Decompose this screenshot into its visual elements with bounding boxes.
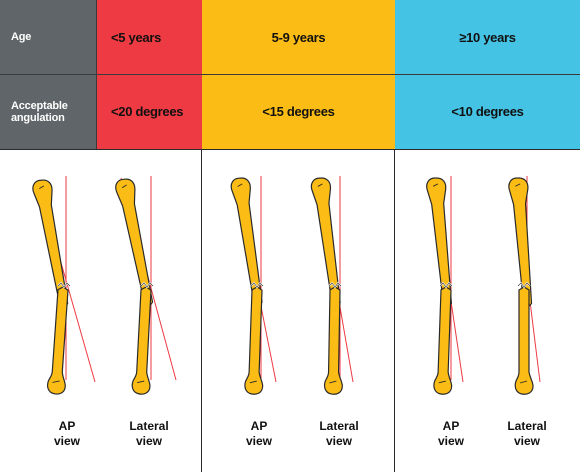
caption-line: Lateral (304, 419, 374, 434)
lateral-view-caption-under-5: Lateral view (114, 419, 184, 449)
lateral-view-caption-10-plus: Lateral view (492, 419, 562, 449)
caption-line: view (304, 434, 374, 449)
caption-line: AP (32, 419, 102, 434)
bone-ap-under-5 (32, 176, 95, 395)
caption-line: Lateral (114, 419, 184, 434)
ap-view-caption-under-5: AP view (32, 419, 102, 449)
caption-line: view (416, 434, 486, 449)
ap-view-caption-5-9: AP view (224, 419, 294, 449)
caption-line: view (32, 434, 102, 449)
caption-line: view (114, 434, 184, 449)
bone-lateral-10-plus (508, 176, 540, 394)
lateral-view-caption-5-9: Lateral view (304, 419, 374, 449)
caption-line: Lateral (492, 419, 562, 434)
caption-line: view (492, 434, 562, 449)
caption-line: AP (224, 419, 294, 434)
bone-ap-5-9 (230, 176, 276, 394)
caption-line: AP (416, 419, 486, 434)
bone-lateral-under-5 (114, 176, 176, 395)
bone-lateral-5-9 (310, 176, 353, 394)
bone-ap-10-plus (426, 176, 463, 394)
ap-view-caption-10-plus: AP view (416, 419, 486, 449)
caption-line: view (224, 434, 294, 449)
